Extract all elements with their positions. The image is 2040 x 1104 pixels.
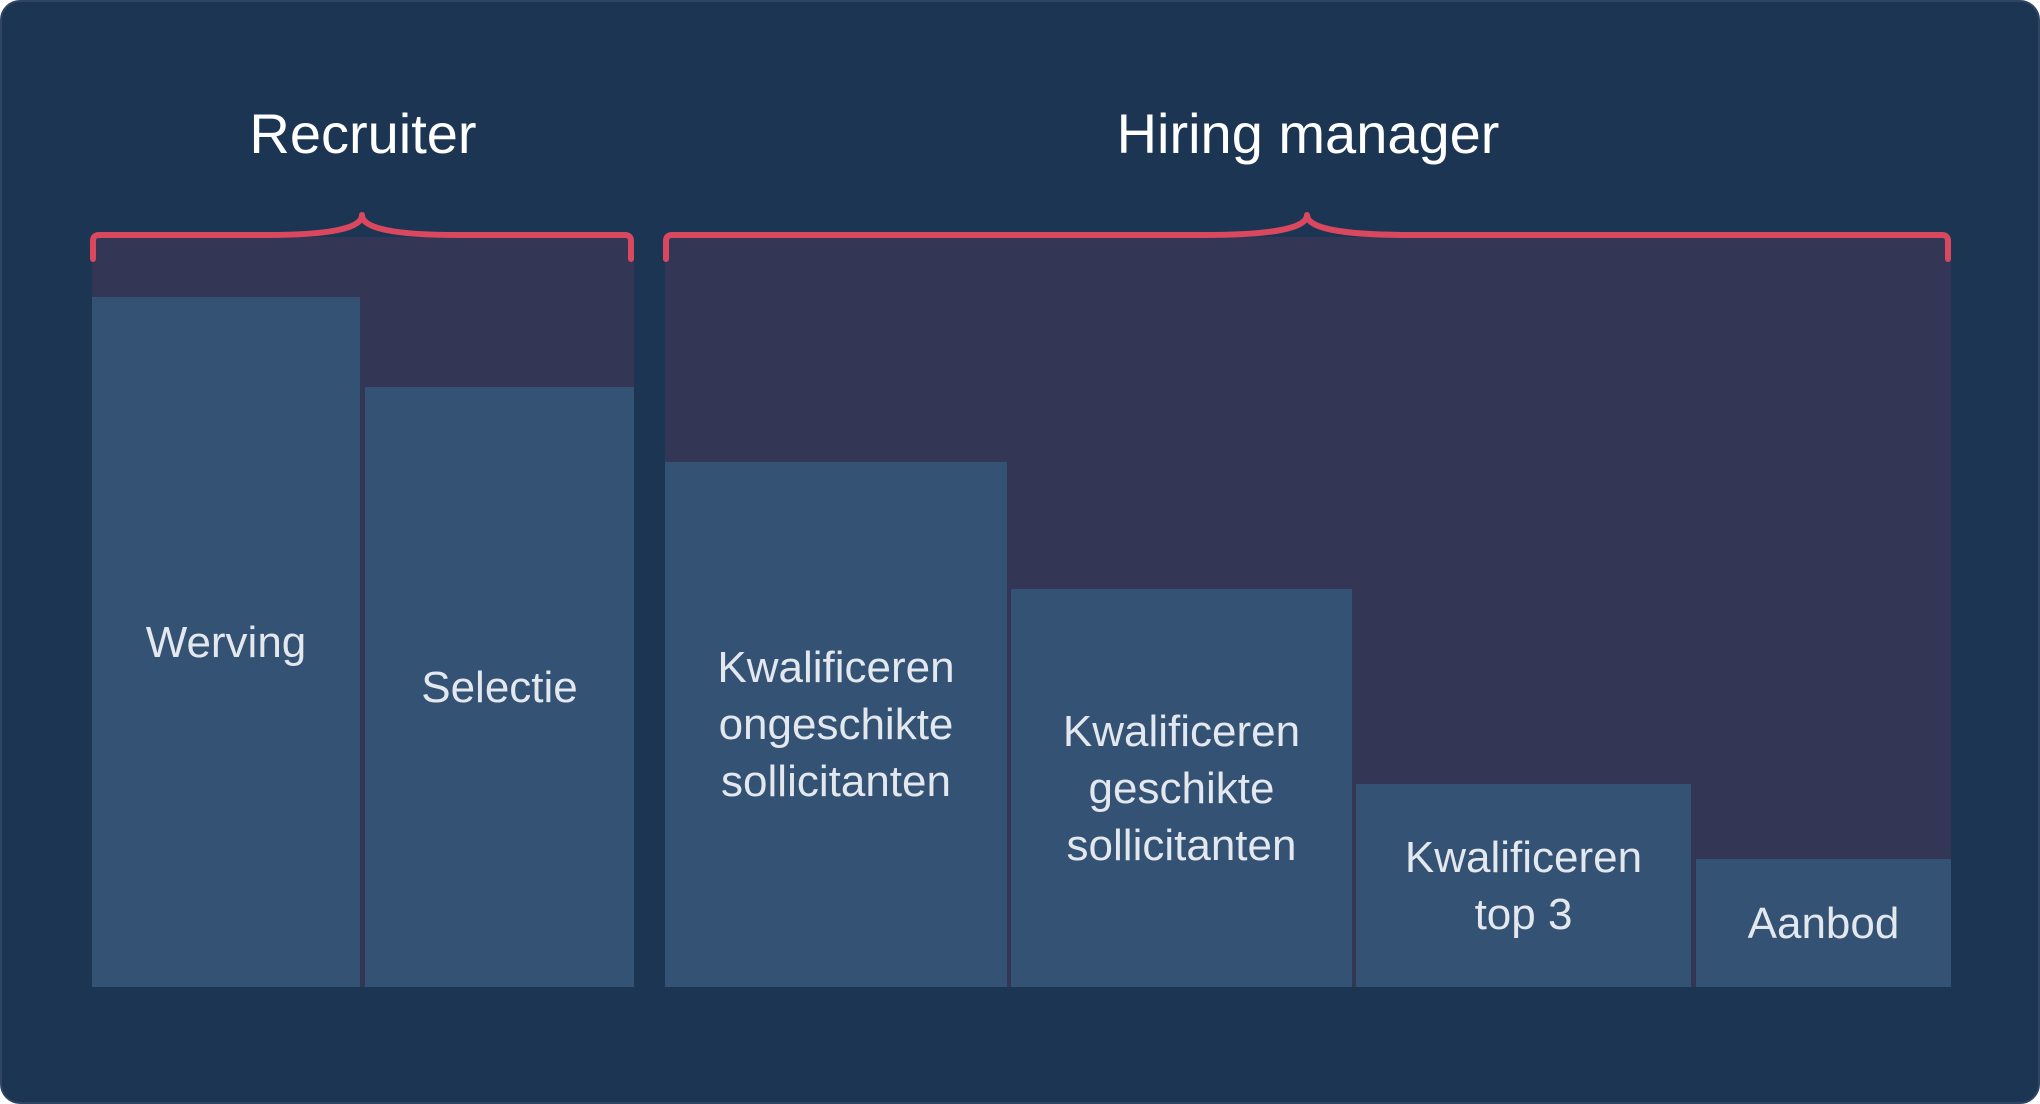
group-title-recruiter: Recruiter [249,102,477,165]
brace-recruiter-path [90,212,634,262]
stage-label-kwalificeren-top-3: Kwalificeren top 3 [1404,832,1643,939]
stage-label-selectie: Selectie [421,662,578,712]
stage-label-aanbod: Aanbod [1747,898,1900,948]
stage-bar-kwalificeren-top-3: Kwalificeren top 3 [1356,784,1691,987]
brace-hiring-manager-path [663,212,1951,262]
stage-bar-selectie: Selectie [365,387,634,987]
stage-bar-werving: Werving [92,297,360,987]
stage-bar-aanbod: Aanbod [1696,859,1951,987]
stage-label-kwalificeren-ongeschikte: Kwalificeren ongeschikte sollicitanten [717,643,955,806]
brace-hiring-manager [663,212,1951,262]
stage-label-kwalificeren-geschikte: Kwalificeren geschikte sollicitanten [1062,706,1301,870]
stage-bar-kwalificeren-geschikte: Kwalificeren geschikte sollicitanten [1011,589,1352,987]
brace-recruiter [90,212,634,262]
group-title-hiring-manager: Hiring manager [1116,102,1500,165]
stage-bar-kwalificeren-ongeschikte: Kwalificeren ongeschikte sollicitanten [665,462,1007,987]
stage-label-werving: Werving [145,617,307,667]
